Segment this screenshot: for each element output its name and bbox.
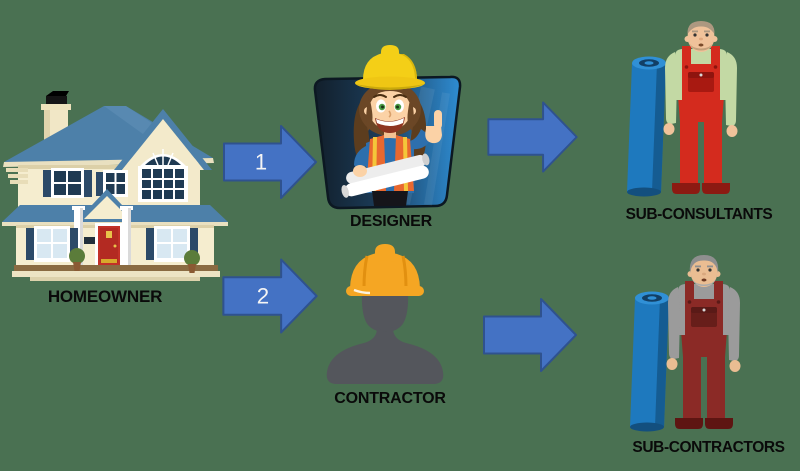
designer-label: DESIGNER [350,213,432,230]
ground-window-right [146,226,198,262]
sub-contractors-label: SUB-CONTRACTORS [632,439,785,456]
arrow-homeowner-to-contractor: 2 [222,258,318,334]
potted-plant-right [184,250,200,273]
contractor-silhouette-hard-hat-icon [326,244,444,384]
potted-plant-left [69,248,85,271]
arrow-homeowner-to-designer: 1 [223,125,317,199]
sub-consultants-label: SUB-CONSULTANTS [625,206,773,223]
designer-woman-hard-hat-icon [313,45,462,210]
node-designer [308,33,468,213]
house-icon [2,91,228,281]
node-sub-consultants [625,18,770,198]
arrow-designer-to-sub-consultants [487,101,578,173]
worker-with-plan-roll-icon [627,21,738,197]
front-door [84,223,123,266]
ground-window-left [26,226,78,262]
node-homeowner [0,88,230,293]
arched-window [138,149,188,202]
contractor-label: CONTRACTOR [334,390,446,407]
homeowner-label: HOMEOWNER [47,287,163,306]
senior-worker-with-plan-roll-icon [630,255,741,432]
arrow-1-number: 1 [255,150,267,175]
node-sub-contractors [628,253,773,433]
arrow-contractor-to-sub-contractors [483,298,577,372]
arrow-2-number: 2 [257,284,269,309]
upper-window-left [43,168,92,198]
node-contractor [318,242,458,387]
